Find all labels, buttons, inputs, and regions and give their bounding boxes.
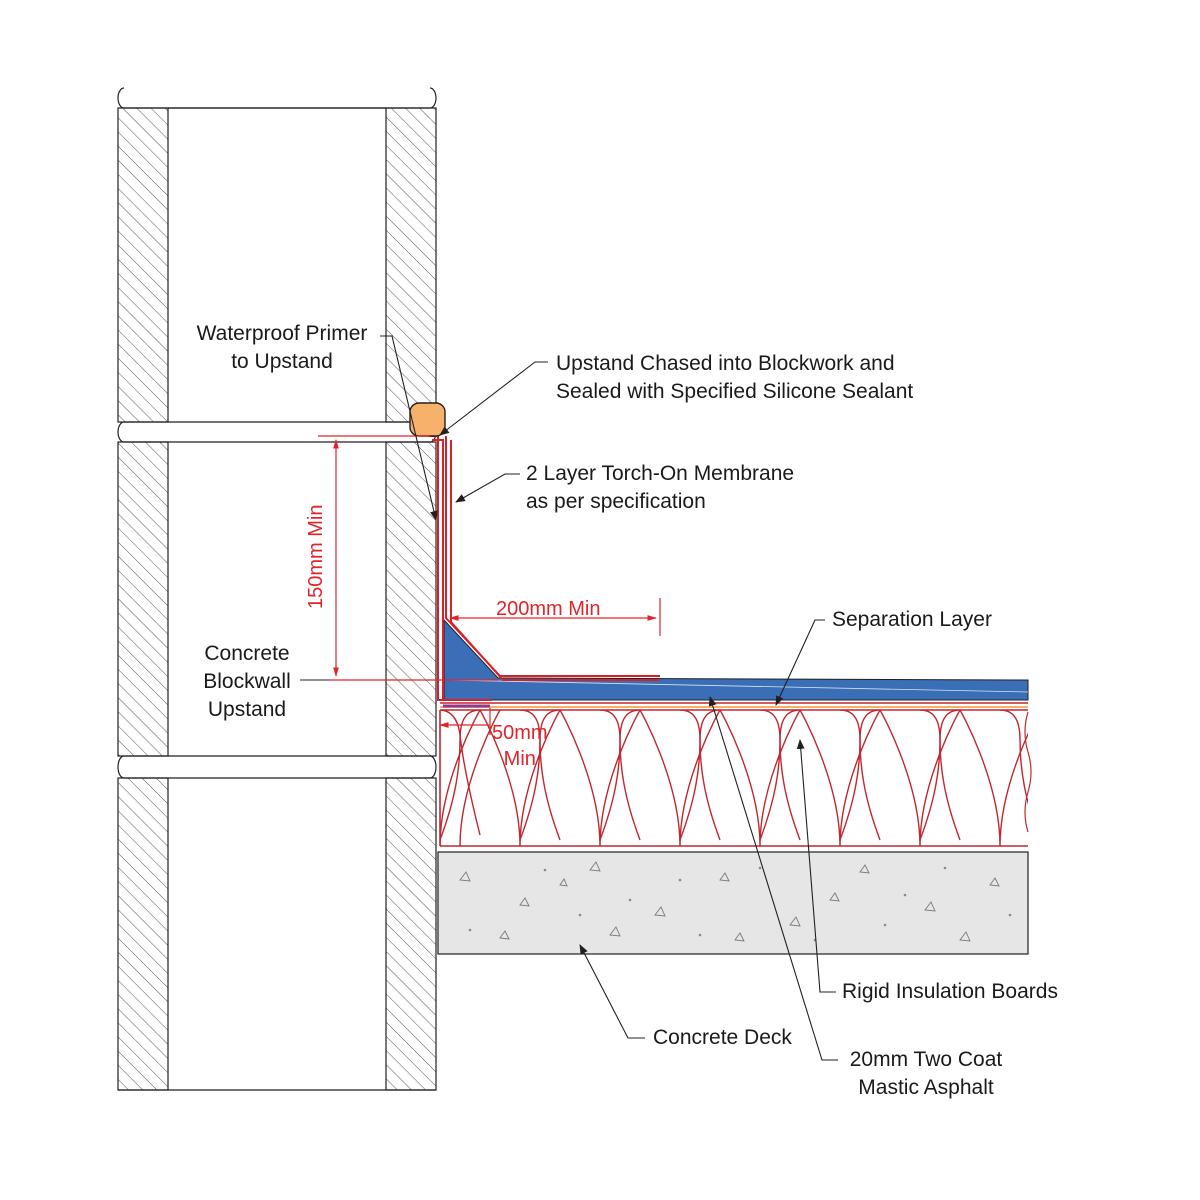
label-mastic-asphalt-line2: Mastic Asphalt [858,1076,994,1099]
label-rigid-insulation: Rigid Insulation Boards [842,978,1058,1006]
label-separation-layer: Separation Layer [832,606,992,634]
torch-on-membrane [428,435,660,701]
leader-lines [300,335,838,1061]
block-leaf-right-lower [385,777,437,1091]
label-torch-on-membrane-line2: as per specification [526,490,706,513]
separation-layer [440,702,1028,708]
dim-label-50mm: 50mm Min [492,720,548,772]
rigid-insulation-boards [439,709,1032,847]
label-mastic-asphalt: 20mm Two Coat Mastic Asphalt [826,1046,1026,1102]
label-concrete-blockwall: Concrete Blockwall Upstand [172,640,322,724]
dim-label-200mm: 200mm Min [496,598,601,620]
dim-label-150mm: 150mm Min [305,504,327,609]
leader-separation [775,619,825,706]
label-concrete-blockwall-line2: Blockwall [203,670,291,693]
label-separation-layer-text: Separation Layer [832,608,992,631]
label-rigid-insulation-text: Rigid Insulation Boards [842,980,1058,1003]
leader-deck [579,944,645,1039]
leader-chased [439,361,548,436]
label-torch-on-membrane: 2 Layer Torch-On Membrane as per specifi… [526,460,794,516]
wall-top-break [117,87,437,109]
block-leaf-right-middle [385,441,437,757]
label-mastic-asphalt-line1: 20mm Two Coat [849,1048,1003,1071]
block-leaf-right-upper [385,107,437,423]
dim-label-50mm-line2: Min [503,748,536,770]
label-concrete-blockwall-line3: Upstand [207,698,287,721]
dim-label-50mm-line1: 50mm [492,722,548,744]
block-leaf-left-lower [117,777,169,1091]
block-leaf-left-upper [117,107,169,423]
label-concrete-deck-text: Concrete Deck [653,1026,792,1049]
label-concrete-deck: Concrete Deck [653,1024,792,1052]
mortar-joint-upper [117,421,437,443]
concrete-deck [437,851,1029,955]
label-waterproof-primer-line1: Waterproof Primer [196,322,368,345]
label-waterproof-primer: Waterproof Primer to Upstand [182,320,382,376]
dimension-50mm [439,708,491,735]
leader-primer [380,335,438,521]
label-waterproof-primer-line2: to Upstand [231,350,333,373]
label-upstand-chased: Upstand Chased into Blockwork and Sealed… [556,350,913,406]
label-torch-on-membrane-line1: 2 Layer Torch-On Membrane [526,462,795,485]
dimension-150mm [318,435,498,681]
block-wall [117,87,437,1091]
leader-insulation [796,739,836,993]
leader-membrane [455,473,520,503]
dimension-200mm [449,598,661,636]
block-leaf-left-middle [117,441,169,757]
label-upstand-chased-line2: Sealed with Specified Silicone Sealant [556,380,914,403]
label-upstand-chased-line1: Upstand Chased into Blockwork and [556,352,895,375]
label-concrete-blockwall-line1: Concrete [204,642,290,665]
leader-asphalt [708,696,838,1061]
mortar-joint-lower [117,755,437,779]
